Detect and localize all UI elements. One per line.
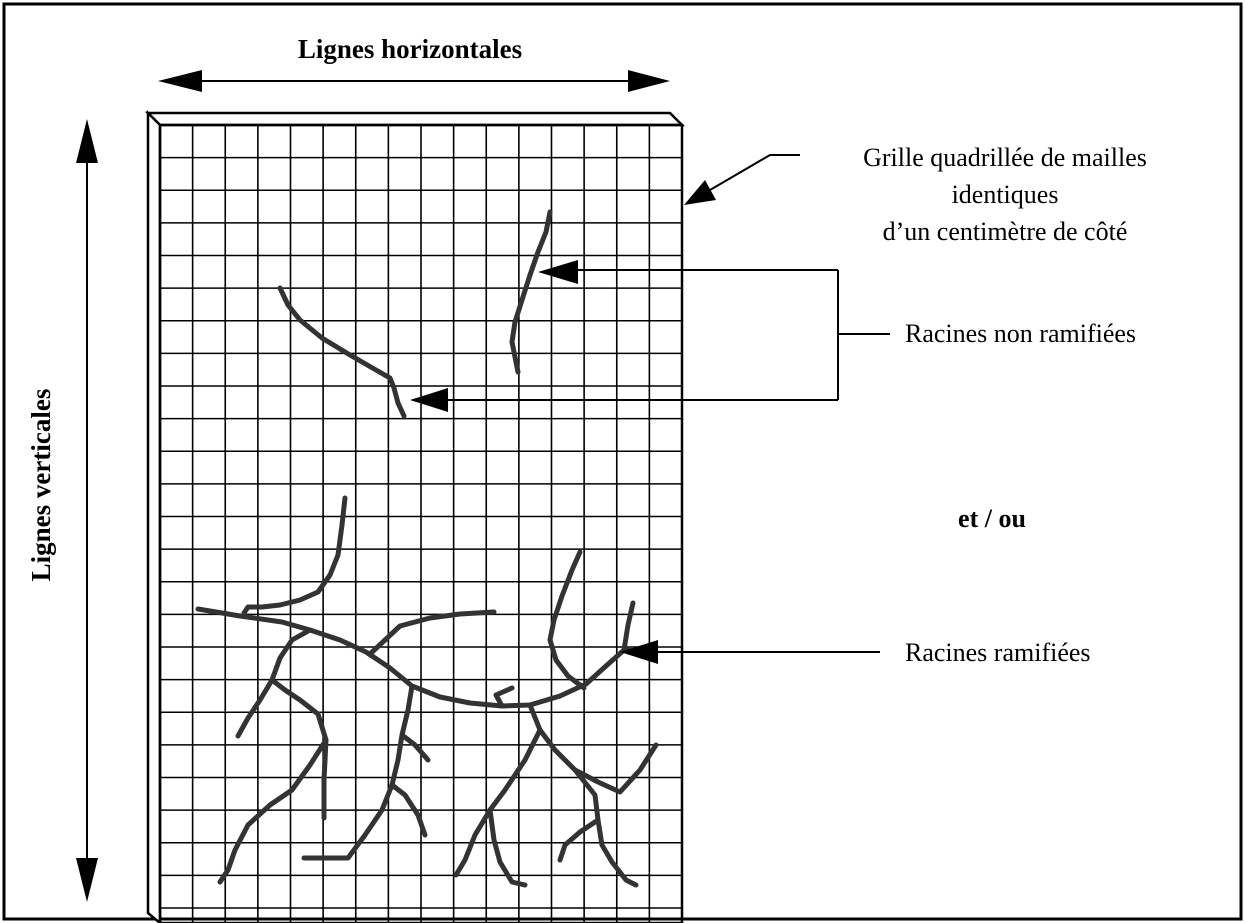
branch-upper-right: [550, 552, 584, 688]
grid-label-line2: identiques: [952, 180, 1059, 209]
grid-pointer: [684, 155, 800, 205]
branched-roots-label: Racines ramifiées: [905, 638, 1091, 667]
branch-lower-center-b: [490, 810, 525, 885]
grid-label-line3: d’un centimètre de côté: [883, 217, 1128, 246]
branch-lower-right-a: [530, 705, 636, 885]
unbranched-roots-label: Racines non ramifiées: [905, 319, 1136, 348]
branch-upper-left: [244, 498, 345, 613]
unbranched-root-upper: [512, 212, 550, 372]
horizontal-double-arrow: [158, 70, 670, 92]
unbranched-arrow-upper: [538, 260, 578, 284]
vertical-lines-label: Lignes verticales: [26, 389, 56, 582]
branch-lower-right-c: [560, 820, 598, 860]
grid-slab-edges: [148, 113, 682, 923]
branched-roots-pointer: [620, 640, 880, 664]
and-or-label: et / ou: [958, 504, 1026, 533]
branch-right-top: [624, 603, 633, 650]
square-grid: [160, 125, 682, 923]
unbranched-root-lower: [280, 288, 404, 416]
branch-center-b: [402, 735, 428, 760]
horizontal-lines-label: Lignes horizontales: [298, 34, 522, 64]
branch-left-c: [220, 740, 326, 882]
grid-label-line1: Grille quadrillée de mailles: [863, 143, 1147, 172]
vertical-double-arrow: [76, 119, 98, 902]
unbranched-arrow-lower: [410, 388, 448, 412]
outer-frame: [4, 4, 1241, 919]
